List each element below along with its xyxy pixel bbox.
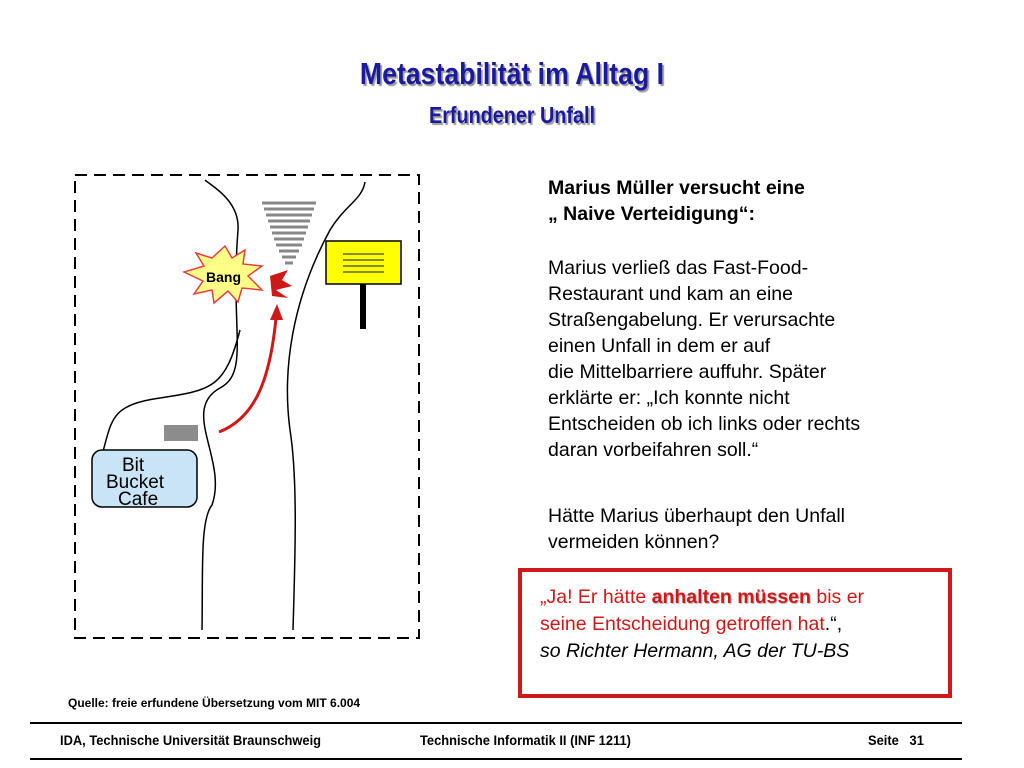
parked-car <box>164 425 198 441</box>
paragraph-line: erklärte er: „Ich konnte nicht <box>548 387 790 409</box>
footer-course: Technische Informatik II (INF 1211) <box>420 732 631 748</box>
paragraph-line: die Mittelbarriere auffuhr. Später <box>548 361 827 383</box>
footer-divider-bottom <box>30 758 962 760</box>
page-title: Metastabilität im Alltag I <box>359 56 665 91</box>
paragraph-line: einen Unfall in dem er auf <box>548 335 771 357</box>
story-paragraph: Marius verließ das Fast-Food- Restaurant… <box>548 255 860 463</box>
answer-post: bis er <box>810 586 865 608</box>
question-text: Hätte Marius überhaupt den Unfall vermei… <box>548 503 845 555</box>
crashed-car <box>270 270 292 298</box>
diagram-frame <box>74 174 420 639</box>
paragraph-line: daran vorbeifahren soll.“ <box>548 439 759 461</box>
footer-page: Seite 31 <box>868 732 924 748</box>
barrier-triangle <box>262 201 316 265</box>
road-left-edge <box>201 179 239 631</box>
cafe-label-2: Bucket <box>106 472 165 493</box>
source-note: Quelle: freie erfundene Übersetzung vom … <box>68 696 361 710</box>
heading-line: Marius Müller versucht eine <box>548 177 805 199</box>
answer-text: „Ja! Er hätte anhalten müssen bis er sei… <box>540 584 864 665</box>
answer-line-2: seine Entscheidung getroffen hat.“, <box>540 611 864 638</box>
sign-post <box>360 284 366 329</box>
footer-divider-top <box>30 722 962 724</box>
answer-attribution: so Richter Hermann, AG der TU-BS <box>540 640 850 662</box>
road-mid-curve <box>101 329 241 456</box>
paragraph-line: Restaurant und kam an eine <box>548 283 793 305</box>
cafe-building <box>91 449 198 508</box>
answer-emphasis: anhalten müssen <box>651 586 811 608</box>
question-line: vermeiden können? <box>548 531 720 553</box>
page-label: Seite <box>868 732 899 748</box>
trajectory-arrow <box>218 317 278 434</box>
question-line: Hätte Marius überhaupt den Unfall <box>548 505 846 527</box>
answer-red-part: seine Entscheidung getroffen hat <box>540 613 825 635</box>
answer-black-part: .“, <box>824 613 843 635</box>
heading-line: „ Naive Verteidigung“: <box>548 203 755 225</box>
paragraph-line: Straßengabelung. Er verursachte <box>548 309 836 331</box>
paragraph-line: Marius verließ das Fast-Food- <box>548 257 809 279</box>
page-subtitle: Erfundener Unfall <box>429 102 595 128</box>
sign-board <box>325 240 402 285</box>
arrow-head <box>270 304 283 320</box>
footer-institution: IDA, Technische Universität Braunschweig <box>60 732 322 748</box>
paragraph-line: Entscheiden ob ich links oder rechts <box>548 413 861 435</box>
answer-box <box>518 568 952 698</box>
story-heading: Marius Müller versucht eine „ Naive Vert… <box>548 175 805 227</box>
bang-burst <box>181 244 265 305</box>
answer-pre: „Ja! Er hätte <box>540 586 652 608</box>
sign-lines <box>343 253 384 273</box>
answer-line-1: „Ja! Er hätte anhalten müssen bis er <box>540 584 864 611</box>
bang-label: Bang <box>206 269 241 285</box>
page-number: 31 <box>909 732 924 748</box>
cafe-label-3: Cafe <box>118 489 158 510</box>
road-right-edge <box>286 181 366 631</box>
cafe-label-1: Bit <box>122 455 145 476</box>
